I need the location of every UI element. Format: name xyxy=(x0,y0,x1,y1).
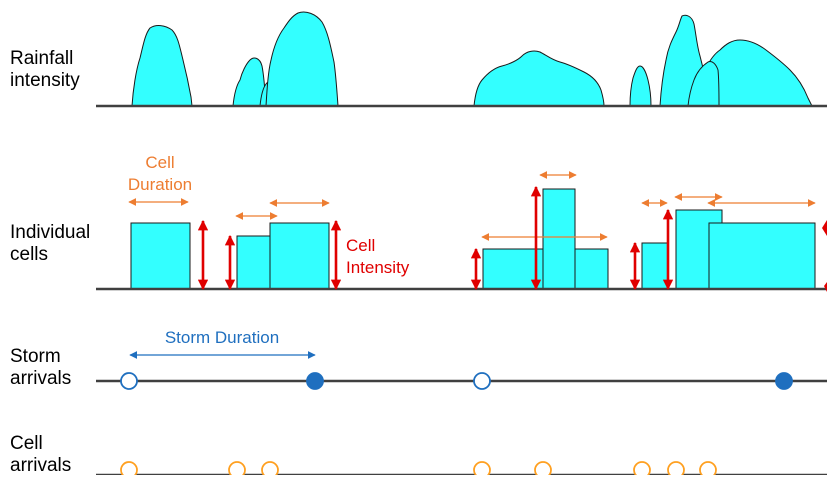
cell-rect-5 xyxy=(542,188,576,290)
cell-rect-4 xyxy=(482,248,544,290)
rain-blob-6 xyxy=(629,65,652,107)
intensity-arrows xyxy=(197,185,674,291)
cellarr-label-line2: arrivals xyxy=(10,455,72,476)
cellarr-label-line1: Cell xyxy=(10,433,43,454)
cell-rectangles xyxy=(130,188,816,290)
duration-arrows xyxy=(128,171,816,241)
cell-rect-7 xyxy=(641,242,669,290)
cell-duration-label-line1: Cell xyxy=(145,153,174,172)
cell-arrival-marker-3 xyxy=(261,461,279,475)
cells-label-line2: cells xyxy=(10,244,49,265)
storm-marker-open-2 xyxy=(473,372,491,390)
rainfall-label-line1: Rainfall xyxy=(10,48,74,69)
rain-blob-1 xyxy=(131,25,193,107)
cell-rect-3 xyxy=(269,222,330,290)
rain-blob-5 xyxy=(473,50,605,107)
storm-marker-filled-1 xyxy=(306,372,324,390)
cell-arrival-marker-2 xyxy=(228,461,246,475)
cell-arrival-marker-8 xyxy=(699,461,717,475)
storm-markers xyxy=(120,372,793,390)
individual-cells-label: Individual cells xyxy=(10,222,90,266)
rainfall-intensity-label: Rainfall intensity xyxy=(10,48,80,92)
intensity-arrow-partial xyxy=(822,220,827,236)
cell-intensity-label-line1: Cell xyxy=(346,236,375,255)
cell-duration-label-line2: Duration xyxy=(128,175,192,194)
cell-rect-1 xyxy=(130,222,191,290)
storm-label-line1: Storm xyxy=(10,346,61,367)
rainfall-label-line2: intensity xyxy=(10,70,80,91)
cell-arrivals-label: Cell arrivals xyxy=(10,433,71,477)
cell-rect-9 xyxy=(708,222,816,290)
cell-rect-6 xyxy=(574,248,609,290)
storm-marker-filled-2 xyxy=(775,372,793,390)
cell-arrival-marker-6 xyxy=(633,461,651,475)
cell-arrival-marker-4 xyxy=(473,461,491,475)
cell-arrival-markers xyxy=(120,461,717,475)
cell-arrival-marker-7 xyxy=(667,461,685,475)
rain-blob-9 xyxy=(687,61,720,107)
intensity-arrow-partial-bottom xyxy=(824,282,827,292)
cell-arrival-marker-5 xyxy=(534,461,552,475)
storm-duration-label: Storm Duration xyxy=(165,328,279,347)
storm-label-line2: arrivals xyxy=(10,368,72,389)
storm-arrivals-label: Storm arrivals xyxy=(10,346,71,390)
rainfall-blobs xyxy=(131,11,813,107)
cells-label-line1: Individual xyxy=(10,222,91,243)
cell-arrival-marker-1 xyxy=(120,461,138,475)
rain-blob-4 xyxy=(265,11,339,107)
rain-blob-2 xyxy=(232,57,267,107)
cell-intensity-label-line2: Intensity xyxy=(346,258,410,277)
storm-marker-open-1 xyxy=(120,372,138,390)
